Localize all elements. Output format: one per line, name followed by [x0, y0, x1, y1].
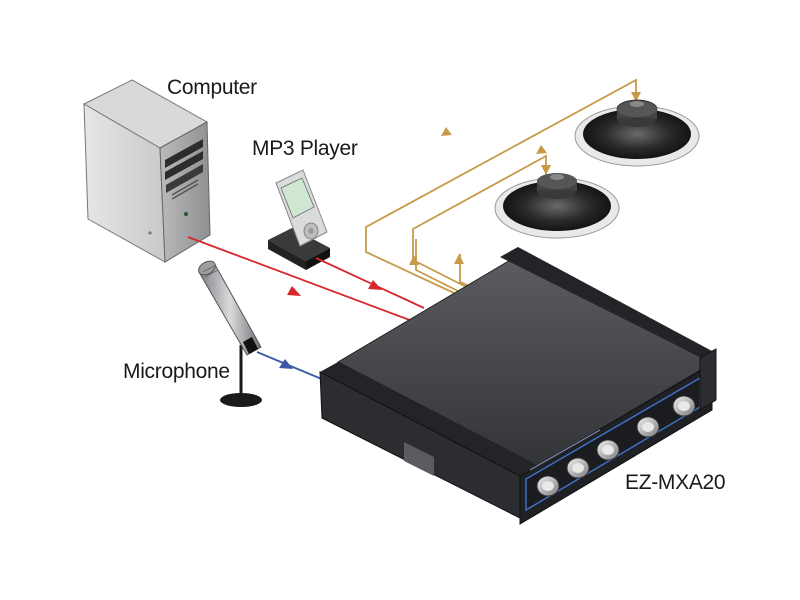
mixer-knob — [566, 457, 590, 479]
microphone-to-mixer-line — [256, 351, 325, 381]
speaker-line-arrows — [409, 92, 641, 265]
computer-tower-icon — [82, 79, 211, 263]
mp3-player-label: MP3 Player — [252, 137, 358, 160]
mp3-to-mixer-line — [315, 257, 425, 309]
mixer-amplifier-icon — [319, 247, 717, 525]
mp3-player-icon — [268, 169, 330, 270]
mixer-knob — [596, 439, 620, 461]
computer-label: Computer — [167, 76, 257, 99]
speaker-icon — [574, 99, 700, 167]
microphone-label: Microphone — [123, 360, 230, 383]
mixer-knob — [636, 416, 660, 438]
microphone-icon — [198, 260, 262, 407]
device-model-label: EZ-MXA20 — [625, 471, 726, 494]
speaker-icon — [494, 173, 620, 239]
mixer-knob — [536, 475, 560, 497]
computer-to-mixer-line — [187, 236, 432, 329]
mixer-knob — [672, 395, 696, 417]
